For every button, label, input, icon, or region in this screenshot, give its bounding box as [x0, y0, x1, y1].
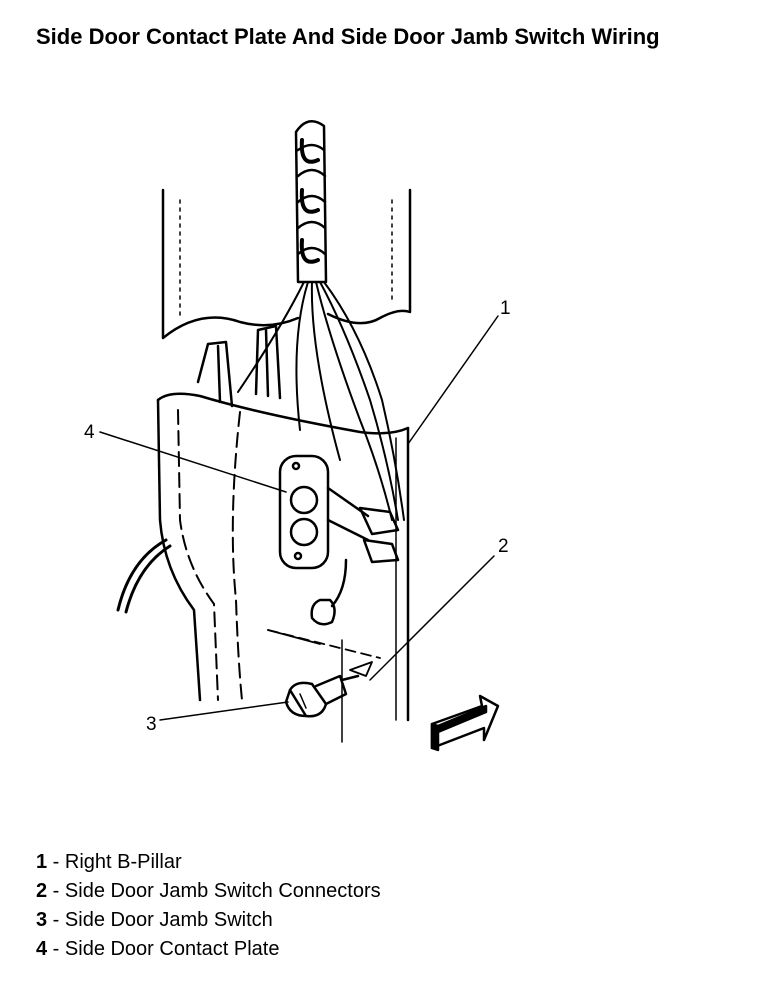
- legend-number: 1: [36, 851, 48, 873]
- jamb-switch: [284, 674, 360, 718]
- legend-separator: -: [47, 909, 65, 931]
- diagram-title: Side Door Contact Plate And Side Door Ja…: [36, 24, 660, 49]
- legend-label: Side Door Jamb Switch Connectors: [64, 880, 381, 902]
- legend-number: 2: [36, 880, 48, 902]
- upper-trim-panel: [161, 188, 412, 340]
- legend: 1 - Right B-Pillar 2 - Side Door Jamb Sw…: [36, 848, 381, 964]
- legend-separator: -: [47, 880, 65, 902]
- legend-item: 4 - Side Door Contact Plate: [36, 935, 381, 964]
- legend-label: Right B-Pillar: [64, 851, 182, 873]
- legend-label: Side Door Contact Plate: [64, 938, 280, 960]
- view-arrow-icon: [430, 694, 500, 752]
- legend-item: 1 - Right B-Pillar: [36, 848, 381, 877]
- b-pillar: [156, 392, 410, 722]
- alignment-guide: [267, 629, 381, 677]
- lead-wire: [116, 538, 172, 614]
- callout-4: 4: [84, 422, 95, 443]
- leader-4: [99, 431, 287, 493]
- leader-3: [159, 701, 289, 721]
- legend-number: 3: [36, 909, 48, 931]
- callout-1: 1: [500, 298, 511, 319]
- callout-3: 3: [146, 714, 157, 735]
- leader-2: [369, 555, 495, 681]
- callout-2: 2: [498, 536, 509, 557]
- harness-wires: [237, 281, 405, 521]
- wiring-conduit: [294, 119, 328, 284]
- legend-separator: -: [47, 938, 65, 960]
- switch-connectors: [310, 506, 400, 626]
- legend-number: 4: [36, 938, 48, 960]
- contact-plate: [278, 454, 370, 570]
- legend-item: 2 - Side Door Jamb Switch Connectors: [36, 877, 381, 906]
- legend-separator: -: [47, 851, 65, 873]
- pillar-bracket: [196, 324, 282, 408]
- legend-item: 3 - Side Door Jamb Switch: [36, 906, 381, 935]
- legend-label: Side Door Jamb Switch: [64, 909, 273, 931]
- leader-1: [407, 315, 499, 445]
